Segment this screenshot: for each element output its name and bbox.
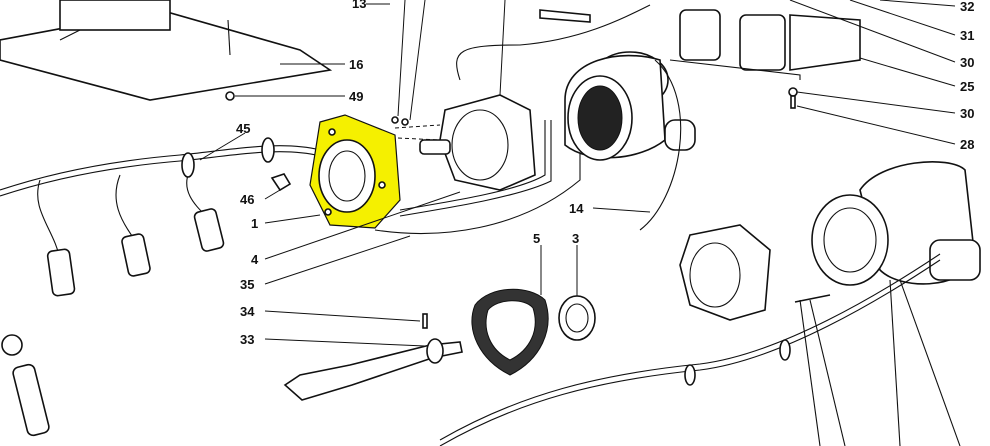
callout-3: 3 [572, 231, 579, 246]
callout-45: 45 [236, 121, 250, 136]
callout-13: 13 [352, 0, 366, 11]
callout-25: 25 [960, 79, 974, 94]
drive-shaft-part-33 [283, 338, 463, 401]
distributor-flange-lower [679, 224, 771, 321]
callout-34: 34 [240, 304, 255, 319]
callout-30-upper: 30 [960, 55, 974, 70]
ignition-coils-bracket [539, 9, 861, 109]
control-unit-plate [0, 0, 333, 101]
callout-1: 1 [251, 216, 258, 231]
distributor-cap-upper [564, 51, 696, 231]
ignition-harness-left [0, 137, 321, 437]
callout-28: 28 [960, 137, 974, 152]
callout-35: 35 [240, 277, 254, 292]
oil-seal-part-3 [558, 295, 596, 341]
callout-16: 16 [349, 57, 363, 72]
pin-part-34 [422, 313, 428, 329]
callout-31: 31 [960, 28, 974, 43]
gasket-part-5 [471, 288, 549, 376]
highlighted-flange-part-1 [309, 114, 401, 229]
distributor-body [374, 4, 651, 234]
ignition-harness-lower [439, 253, 961, 446]
callout-30-lower: 30 [960, 106, 974, 121]
callout-4: 4 [251, 252, 259, 267]
callout-49: 49 [349, 89, 363, 104]
callout-14: 14 [569, 201, 584, 216]
callout-5: 5 [533, 231, 540, 246]
callout-46: 46 [240, 192, 254, 207]
callout-32: 32 [960, 0, 974, 14]
leader-lines [199, 0, 956, 347]
callout-33: 33 [240, 332, 254, 347]
distributor-cap-lower [811, 161, 981, 286]
